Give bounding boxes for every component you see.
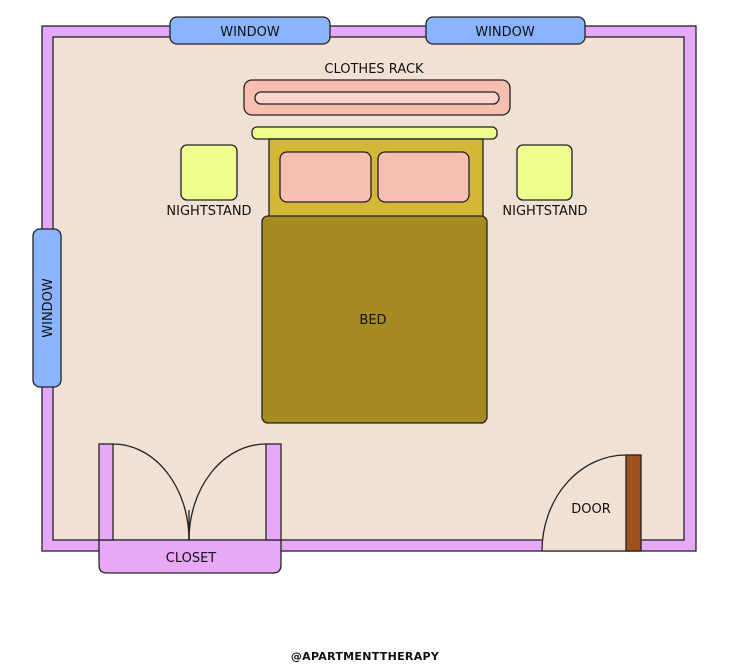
closet-door-left-swing: [112, 443, 190, 541]
closet-wall-left: [98, 443, 114, 541]
bed-label: BED: [359, 313, 386, 328]
window-top-left-label: WINDOW: [220, 25, 280, 40]
closet-door-right-swing: [188, 443, 267, 541]
credit-watermark: @APARTMENTTHERAPY: [290, 650, 440, 663]
door-swing: [541, 454, 627, 552]
nightstand-right-label: NIGHTSTAND: [502, 204, 587, 219]
bed: [261, 215, 488, 424]
closet-label: CLOSET: [166, 551, 217, 566]
closet: [98, 539, 282, 574]
closet-wall-right: [265, 443, 282, 541]
nightstand-left: [180, 144, 238, 201]
window-left: [32, 228, 62, 388]
pillow-left: [279, 151, 372, 203]
door-panel: [625, 454, 642, 552]
nightstand-left-label: NIGHTSTAND: [166, 204, 251, 219]
window-top-right-label: WINDOW: [475, 25, 535, 40]
clothes-rack-label: CLOTHES RACK: [324, 62, 424, 77]
window-top-left: [169, 16, 331, 45]
window-top-right: [425, 16, 586, 45]
door-label: DOOR: [571, 502, 611, 517]
headboard-shelf: [251, 126, 498, 140]
window-left-label: WINDOW: [41, 278, 56, 338]
pillow-right: [377, 151, 470, 203]
door-opening: [542, 539, 626, 551]
nightstand-right: [516, 144, 573, 201]
clothes-rack-bar: [254, 91, 500, 105]
